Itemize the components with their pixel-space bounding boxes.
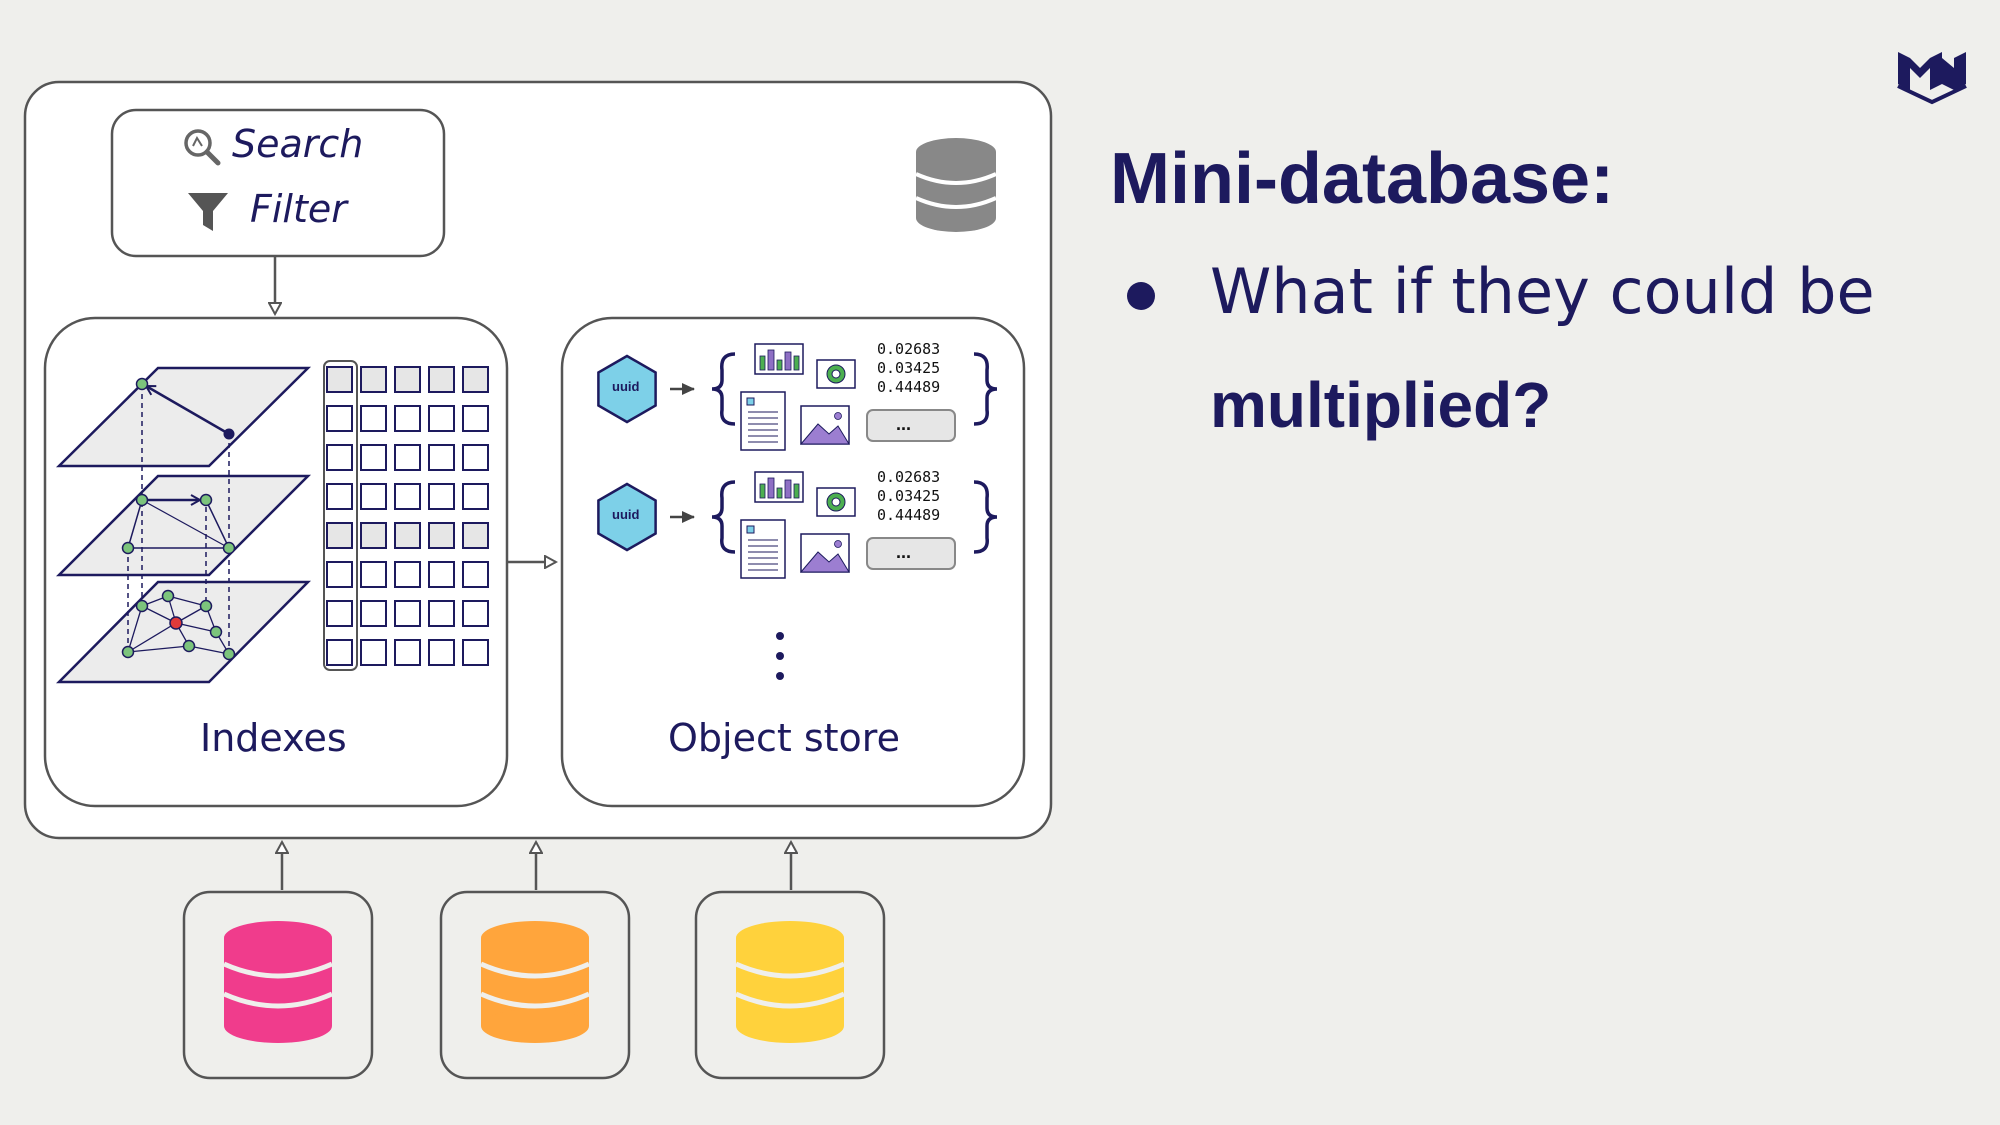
vector-value: 0.03425 [877, 359, 941, 377]
more-objects-ellipsis [776, 632, 784, 680]
slide-title: Mini-database: [1110, 139, 1615, 219]
index-cell [428, 639, 455, 666]
image-icon [799, 533, 850, 573]
uuid-label-2: uuid [612, 507, 640, 522]
index-cell [360, 639, 387, 666]
filter-label: Filter [250, 187, 347, 231]
vector-value: 0.44489 [877, 506, 941, 524]
search-icon [184, 129, 221, 166]
index-cell [428, 366, 455, 393]
search-label: Search [232, 122, 364, 166]
document-icon [740, 519, 786, 579]
index-cell [394, 522, 421, 549]
object-row-2 [597, 471, 998, 579]
index-cell [428, 561, 455, 588]
index-cell [394, 639, 421, 666]
chart-icon [754, 343, 804, 375]
index-cell [462, 561, 489, 588]
vector-value: 0.02683 [877, 468, 941, 486]
object-row-1 [597, 343, 998, 451]
more-fields-label-1: ... [896, 414, 912, 434]
index-cell [462, 522, 489, 549]
index-cell [326, 561, 353, 588]
index-cell [462, 483, 489, 510]
index-cell [360, 600, 387, 627]
index-cell [326, 405, 353, 432]
index-cell [462, 366, 489, 393]
indexes-label: Indexes [200, 716, 347, 760]
open-brace [711, 480, 736, 554]
logo-icon [1897, 52, 1967, 105]
source-database-orange [439, 890, 631, 1080]
database-icon [915, 138, 997, 232]
index-cell [428, 444, 455, 471]
donut-chart-icon [816, 487, 856, 517]
more-fields-label-2: ... [896, 542, 912, 562]
uuid-icon [597, 354, 657, 424]
index-cell [326, 639, 353, 666]
vector-value: 0.02683 [877, 340, 941, 358]
more-fields-box [866, 409, 956, 442]
index-cell [428, 483, 455, 510]
index-key-column [323, 360, 358, 671]
index-cell [360, 483, 387, 510]
filter-icon [188, 193, 228, 231]
index-cell [428, 405, 455, 432]
index-cell [462, 405, 489, 432]
index-cell [360, 405, 387, 432]
index-cell [360, 522, 387, 549]
index-cell [462, 444, 489, 471]
index-cell [394, 600, 421, 627]
database-icon [479, 921, 591, 1043]
index-cell [394, 561, 421, 588]
index-cell [462, 600, 489, 627]
index-cell [326, 444, 353, 471]
index-cell [360, 366, 387, 393]
index-cell [360, 561, 387, 588]
vector-value: 0.03425 [877, 487, 941, 505]
object-store-label: Object store [668, 716, 900, 760]
index-cell [428, 600, 455, 627]
source-database-yellow [694, 890, 886, 1080]
search-filter-box [110, 108, 446, 258]
inverted-index-grid [323, 360, 489, 671]
uuid-label-1: uuid [612, 379, 640, 394]
close-brace [973, 480, 998, 554]
database-icon [222, 921, 334, 1043]
document-icon [740, 391, 786, 451]
database-icon [734, 921, 846, 1043]
close-brace [973, 352, 998, 426]
uuid-icon [597, 482, 657, 552]
bullet-text: What if they could be [1210, 255, 1875, 328]
vector-values-2: 0.02683 0.03425 0.44489 [877, 468, 940, 525]
donut-chart-icon [816, 359, 856, 389]
index-cell [394, 405, 421, 432]
source-database-pink [182, 890, 374, 1080]
index-cell [326, 483, 353, 510]
index-cell [394, 366, 421, 393]
index-cell [428, 522, 455, 549]
hnsw-graph-illustration [55, 366, 312, 684]
index-cell [394, 483, 421, 510]
more-fields-box [866, 537, 956, 570]
index-cell [326, 600, 353, 627]
index-cell [360, 444, 387, 471]
chart-icon [754, 471, 804, 503]
vector-value: 0.44489 [877, 378, 941, 396]
vector-values-1: 0.02683 0.03425 0.44489 [877, 340, 940, 397]
image-icon [799, 405, 850, 445]
bullet-emphasis: multiplied? [1210, 369, 1552, 441]
index-cell [326, 366, 353, 393]
index-cell [462, 639, 489, 666]
open-brace [711, 352, 736, 426]
bullet-point [1127, 282, 1155, 310]
index-cell [394, 444, 421, 471]
index-cell [326, 522, 353, 549]
